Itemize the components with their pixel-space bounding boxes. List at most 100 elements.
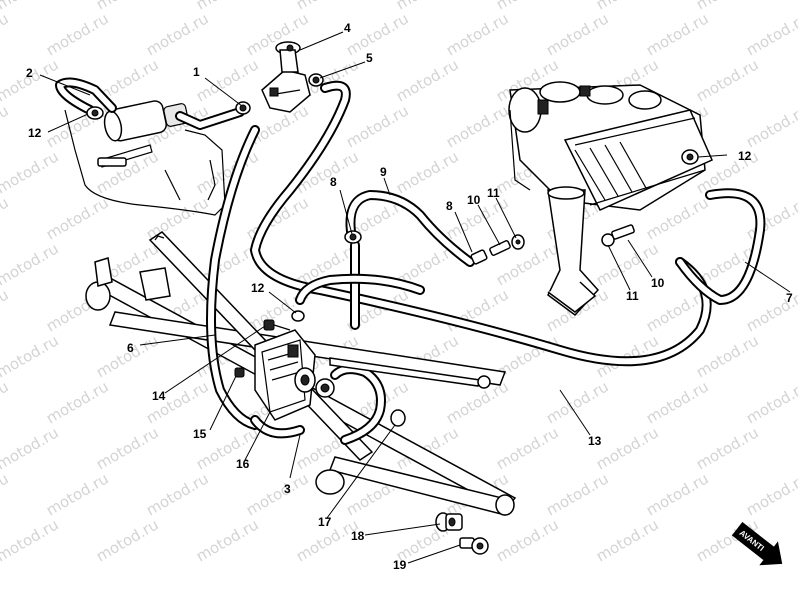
watermark-text: motod.ru	[443, 101, 512, 151]
watermark-text: motod.ru	[0, 469, 12, 519]
frame-tube-end	[315, 469, 345, 495]
watermark-text: motod.ru	[543, 377, 612, 427]
callout-12b: 12	[251, 281, 265, 295]
watermark-text: motod.ru	[693, 331, 762, 381]
fuel-tap	[261, 41, 311, 113]
leader-lines	[39, 31, 791, 564]
watermark-text: motod.ru	[93, 331, 162, 381]
watermark-text: motod.ru	[543, 469, 612, 519]
fitting-group	[601, 224, 635, 247]
callout-8a: 8	[330, 175, 337, 189]
engine-cylinder-head	[508, 81, 713, 317]
callout-8b: 8	[446, 199, 453, 213]
watermark-text: motod.ru	[0, 377, 12, 427]
callout-11a: 11	[487, 186, 500, 200]
watermark-text: motod.ru	[743, 469, 799, 519]
watermark-text: motod.ru	[0, 0, 62, 13]
callout-5: 5	[366, 51, 373, 65]
callout-13: 13	[588, 434, 602, 448]
callout-2: 2	[26, 66, 33, 80]
hose-clamp	[86, 106, 104, 120]
hoses	[55, 77, 766, 445]
watermark-text: motod.ru	[543, 9, 612, 59]
watermark-text: motod.ru	[393, 55, 462, 105]
watermark-text: motod.ru	[93, 147, 162, 197]
watermark-text: motod.ru	[493, 423, 562, 473]
callout-11b: 11	[626, 289, 639, 303]
watermark-text: motod.ru	[693, 423, 762, 473]
callout-15: 15	[193, 427, 207, 441]
watermark-text: motod.ru	[43, 377, 112, 427]
fastener	[459, 537, 489, 555]
frame-tab	[94, 257, 113, 287]
callout-7: 7	[786, 291, 793, 305]
callout-12c: 12	[738, 149, 752, 163]
watermark-text: motod.ru	[0, 147, 62, 197]
watermark-text: motod.ru	[243, 9, 312, 59]
callout-19: 19	[393, 558, 407, 572]
hose-clamp	[235, 101, 251, 115]
bracket	[329, 357, 491, 389]
watermark-text: motod.ru	[193, 515, 262, 565]
callout-16: 16	[236, 457, 250, 471]
watermark-text: motod.ru	[743, 377, 799, 427]
callouts: 1 2 3 4 5 6 7 8 8 9 10 10 11 11 12 12 12…	[26, 21, 793, 572]
callout-3: 3	[284, 482, 291, 496]
watermark-text: motod.ru	[143, 193, 212, 243]
watermark-text: motod.ru	[0, 515, 62, 565]
watermark-text: motod.ru	[193, 55, 262, 105]
watermark-text: motod.ru	[0, 239, 62, 289]
watermark-text: motod.ru	[93, 423, 162, 473]
watermark-text: motod.ru	[443, 9, 512, 59]
watermark-text: motod.ru	[643, 469, 712, 519]
watermark-text: motod.ru	[0, 331, 62, 381]
fitting-group	[470, 234, 525, 265]
watermark-text: motod.ru	[393, 147, 462, 197]
watermark-text: motod.ru	[693, 55, 762, 105]
bolt	[263, 319, 291, 331]
frame-tube-end	[495, 494, 515, 516]
hose-clamp	[308, 73, 324, 87]
watermark-text: motod.ru	[143, 9, 212, 59]
fuel-tank-outline	[64, 109, 226, 216]
callout-10b: 10	[651, 276, 665, 290]
fuel-pump	[254, 329, 316, 421]
callout-14: 14	[152, 389, 166, 403]
watermark-text: motod.ru	[0, 9, 12, 59]
rubber-mount	[435, 512, 463, 532]
watermark-text: motod.ru	[243, 469, 312, 519]
callout-10a: 10	[467, 193, 481, 207]
watermark-text: motod.ru	[43, 469, 112, 519]
watermark-text: motod.ru	[0, 193, 12, 243]
frame-bracket	[139, 267, 171, 301]
watermark-text: motod.ru	[743, 9, 799, 59]
hose-clamp	[681, 149, 699, 165]
hose-clamp	[344, 230, 362, 244]
callout-18: 18	[351, 529, 365, 543]
hose-clamp	[291, 310, 305, 322]
callout-4: 4	[344, 21, 351, 35]
bolt	[234, 367, 245, 378]
watermark-text: motod.ru	[43, 9, 112, 59]
grommet	[315, 378, 335, 398]
watermark-text: motod.ru	[743, 101, 799, 151]
watermark-text: motod.ru	[0, 423, 62, 473]
callout-17: 17	[318, 515, 332, 529]
watermark-text: motod.ru	[593, 423, 662, 473]
watermark-text: motod.ru	[643, 9, 712, 59]
callout-12a: 12	[28, 126, 42, 140]
watermark-text: motod.ru	[43, 193, 112, 243]
watermark-text: motod.ru	[143, 469, 212, 519]
callout-9: 9	[380, 165, 387, 179]
watermark-text: motod.ru	[0, 101, 12, 151]
grommet	[390, 409, 406, 427]
callout-1: 1	[193, 65, 200, 79]
watermark-text: motod.ru	[343, 101, 412, 151]
watermark-text: motod.ru	[593, 515, 662, 565]
watermark-text: motod.ru	[493, 515, 562, 565]
watermark-text: motod.ru	[93, 515, 162, 565]
watermark-text: motod.ru	[343, 9, 412, 59]
callout-6: 6	[127, 341, 134, 355]
watermark-text: motod.ru	[643, 377, 712, 427]
